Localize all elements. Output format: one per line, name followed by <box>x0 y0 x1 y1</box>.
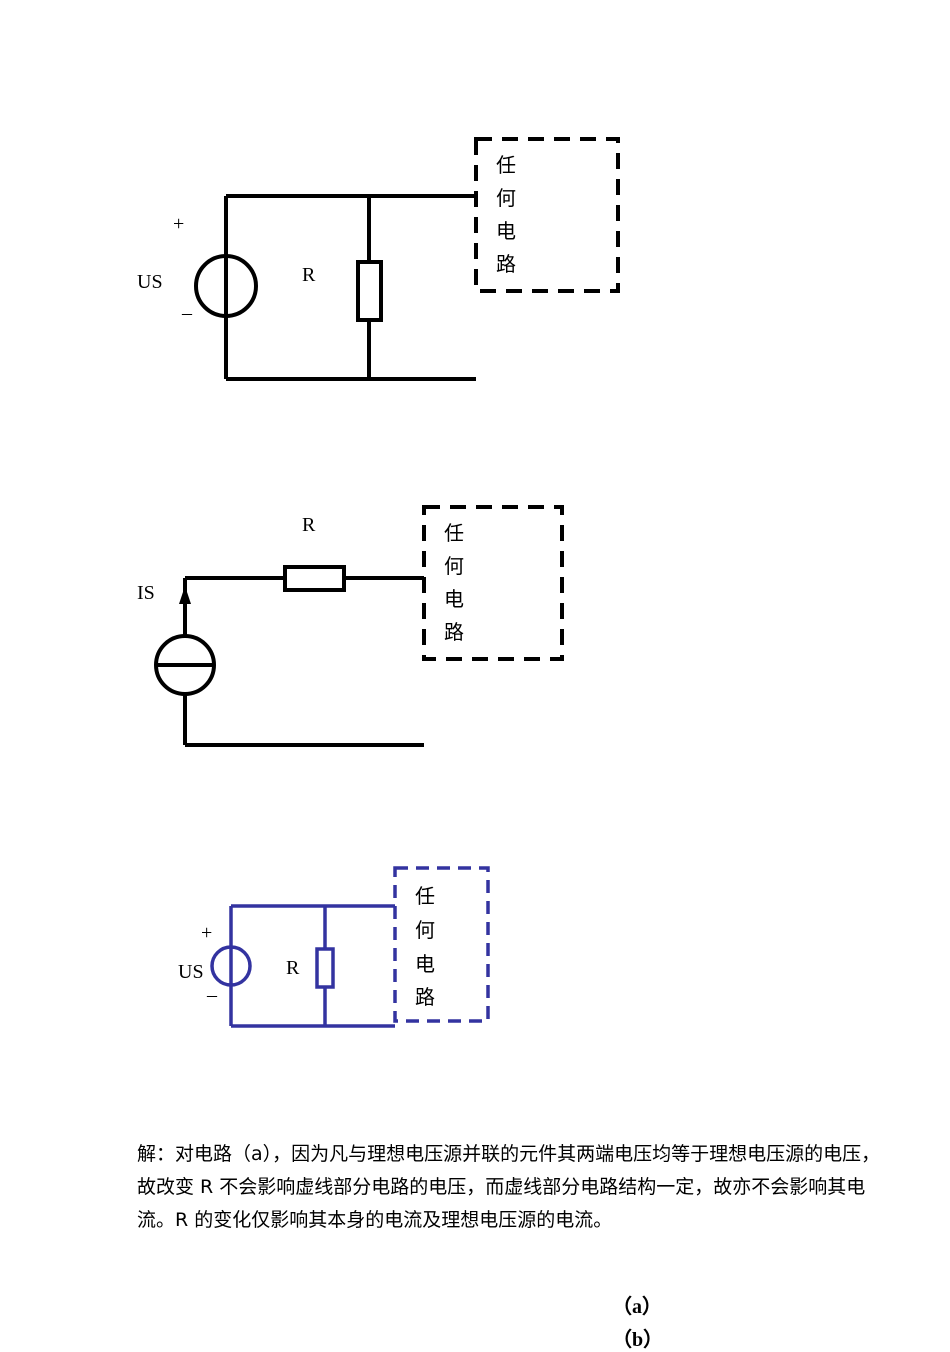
plus-sign-a: + <box>173 213 184 235</box>
box-char: 路 <box>415 985 435 1009</box>
resistor-label-c: R <box>286 957 300 979</box>
dashed-box-b <box>422 505 564 661</box>
box-char: 电 <box>496 219 516 243</box>
dashed-box-c <box>393 866 490 1023</box>
circuit-a <box>194 137 620 381</box>
caption-b: （b） <box>612 1329 664 1351</box>
box-char: 何 <box>415 918 435 942</box>
solution-paragraph: 解：对电路（a），因为凡与理想电压源并联的元件其两端电压均等于理想电压源的电压，… <box>137 1138 950 1237</box>
box-char: 任 <box>444 521 464 545</box>
box-char: 路 <box>444 620 464 644</box>
resistor-label-a: R <box>302 264 316 286</box>
box-char: 任 <box>496 153 516 177</box>
circuit-c <box>210 866 490 1028</box>
minus-sign-a: – <box>181 302 193 324</box>
box-char: 任 <box>415 884 435 908</box>
source-label-b: IS <box>137 582 155 604</box>
box-char: 何 <box>496 186 516 210</box>
caption-a: （a） <box>612 1296 662 1318</box>
minus-sign-c: – <box>206 984 218 1006</box>
solution-line: 故改变 R 不会影响虚线部分电路的电压，而虚线部分电路结构一定，故亦不会影响其电 <box>137 1176 866 1198</box>
resistor-label-b: R <box>302 514 316 536</box>
resistor-icon <box>356 260 383 322</box>
solution-line: 流。R 的变化仅影响其本身的电流及理想电压源的电流。 <box>137 1209 613 1231</box>
solution-line: 解：对电路（a），因为凡与理想电压源并联的元件其两端电压均等于理想电压源的电压， <box>137 1143 881 1165</box>
box-char: 何 <box>444 554 464 578</box>
dashed-box-a <box>474 137 620 293</box>
box-char: 电 <box>415 952 435 976</box>
resistor-icon <box>283 565 346 592</box>
current-arrow-icon <box>179 586 191 604</box>
box-char: 电 <box>444 587 464 611</box>
circuit-b <box>154 505 564 747</box>
source-label-c: US <box>178 961 204 983</box>
resistor-icon <box>315 947 335 989</box>
box-char: 路 <box>496 252 516 276</box>
plus-sign-c: + <box>201 922 212 944</box>
source-label-a: US <box>137 271 163 293</box>
